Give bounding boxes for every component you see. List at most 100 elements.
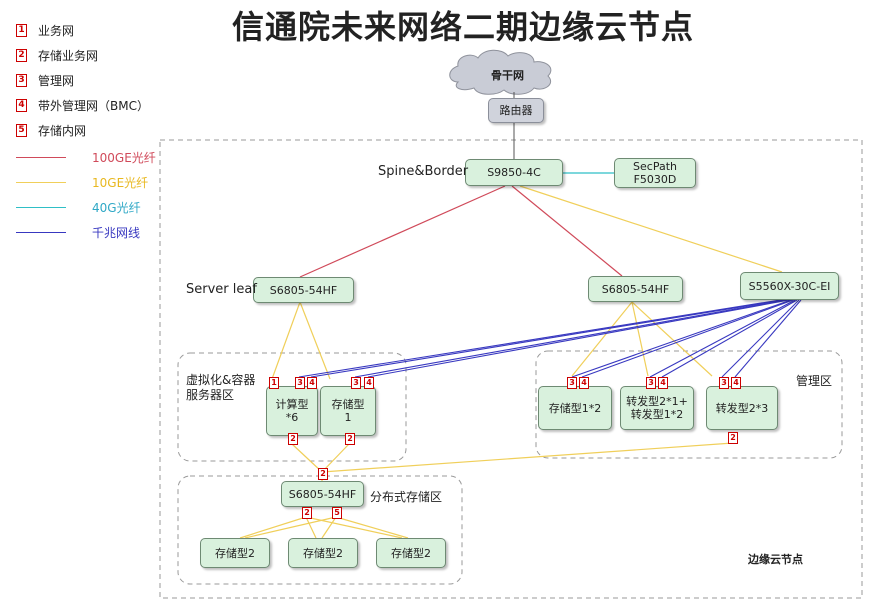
leaf-switch-mid-node[interactable]: S6805-54HF	[588, 276, 683, 302]
spine-border-label: Spine&Border	[378, 164, 469, 179]
port-badge: 3	[719, 377, 729, 389]
link-leaf-storage1	[299, 301, 331, 380]
legend-item-bmc-net: 4 带外管理网（BMC）	[16, 97, 149, 113]
port-badge: 4	[731, 377, 741, 389]
link-ss-storage2b-2	[305, 516, 317, 539]
port-badge: 2	[288, 433, 298, 445]
secpath-line1: SecPath	[633, 160, 677, 173]
virt-zone-label-line2: 服务器区	[186, 388, 235, 402]
legend-item-storage-business-net: 2 存储业务网	[16, 47, 98, 63]
legend-label: 存储内网	[38, 123, 87, 138]
port-badge: 3	[646, 377, 656, 389]
link-mgmt-forward23-3	[721, 299, 800, 378]
link-mgmt-storage1-4	[367, 299, 790, 378]
legend-label: 带外管理网（BMC）	[38, 98, 149, 113]
port-badge: 2	[728, 432, 738, 444]
port-badge: 5	[332, 507, 342, 519]
compute-line1: 计算型	[275, 398, 309, 411]
mgmt-switch-node[interactable]: S5560X-30C-EI	[740, 272, 839, 300]
legend-label: 存储业务网	[38, 48, 99, 63]
link-spine-mgmt-switch	[519, 185, 783, 273]
storage2-node-a[interactable]: 存储型2	[200, 538, 270, 568]
storage-switch-node[interactable]: S6805-54HF	[281, 481, 364, 507]
link-leafmid-forward23	[631, 301, 713, 377]
link-storage1-storage-switch	[321, 443, 350, 473]
link-forward23-storage-switch	[321, 442, 734, 473]
link-mgmt-storage1-3	[354, 299, 787, 378]
link-spine-leaf-mid	[511, 185, 623, 277]
compute-server-node[interactable]: 计算型 *6	[266, 386, 318, 436]
port-badge: 4	[579, 377, 589, 389]
link-mgmt-forward21-4	[661, 299, 798, 378]
forward23-server-node[interactable]: 转发型2*3	[706, 386, 778, 430]
link-ss-storage2c-5	[335, 516, 409, 539]
legend-badge: 3	[16, 73, 27, 87]
legend-item-storage-internal-net: 5 存储内网	[16, 122, 86, 138]
port-badge: 3	[295, 377, 305, 389]
link-mgmt-storage12-4	[581, 299, 794, 378]
port-badge: 2	[318, 468, 328, 480]
legend-badge: 2	[16, 48, 27, 62]
dist-storage-zone-label: 分布式存储区	[370, 490, 443, 504]
legend-line-swatch	[16, 156, 66, 158]
virt-zone-label-line1: 虚拟化&容器	[186, 373, 256, 387]
legend-item-business-net: 1 业务网	[16, 22, 74, 38]
legend-line-100ge: 100GE光纤	[16, 149, 156, 165]
link-mgmt-compute-3	[298, 299, 781, 378]
legend-line-label: 千兆网线	[92, 225, 141, 240]
backbone-cloud	[449, 49, 552, 95]
link-leaf-compute	[271, 301, 301, 380]
link-spine-leaf-left	[299, 185, 506, 278]
secpath-line2: F5030D	[633, 173, 677, 186]
secpath-firewall-node[interactable]: SecPath F5030D	[614, 158, 696, 188]
link-mgmt-storage12-3	[571, 299, 792, 378]
legend-label: 管理网	[38, 73, 75, 88]
port-badge: 2	[345, 433, 355, 445]
forward21-server-node[interactable]: 转发型2*1+ 转发型1*2	[620, 386, 694, 430]
forward21-line1: 转发型2*1+	[626, 395, 688, 408]
storage2-node-c[interactable]: 存储型2	[376, 538, 446, 568]
port-badge: 4	[307, 377, 317, 389]
spine-switch-node[interactable]: S9850-4C	[465, 159, 563, 186]
legend-line-swatch	[16, 231, 66, 233]
port-badge: 2	[302, 507, 312, 519]
edge-node-label: 边缘云节点	[748, 553, 803, 566]
storage1-server-node[interactable]: 存储型 1	[320, 386, 376, 436]
mgmt-zone-boundary	[535, 350, 843, 459]
legend-badge: 4	[16, 98, 27, 112]
storage1-line1: 存储型	[331, 398, 365, 411]
legend-line-label: 40G光纤	[92, 200, 141, 215]
link-mgmt-forward21-3	[649, 299, 796, 378]
link-mgmt-compute-4	[310, 299, 784, 378]
legend-line-swatch	[16, 206, 66, 208]
compute-line2: *6	[285, 411, 299, 424]
port-badge: 3	[567, 377, 577, 389]
link-leafmid-storage12	[571, 301, 633, 377]
storage12-server-node[interactable]: 存储型1*2	[538, 386, 612, 430]
legend-line-gigabit: 千兆网线	[16, 224, 140, 240]
port-badge: 4	[364, 377, 374, 389]
legend-item-management-net: 3 管理网	[16, 72, 74, 88]
leaf-switch-left-node[interactable]: S6805-54HF	[253, 277, 354, 303]
mgmt-zone-label: 管理区	[796, 374, 833, 388]
link-ss-storage2b-5	[321, 516, 337, 539]
legend-line-swatch	[16, 181, 66, 183]
cloud-label: 骨干网	[491, 69, 524, 82]
legend-line-40g: 40G光纤	[16, 199, 141, 215]
legend-line-10ge: 10GE光纤	[16, 174, 148, 190]
legend-badge: 1	[16, 23, 27, 37]
legend-badge: 5	[16, 123, 27, 137]
diagram-title: 信通院未来网络二期边缘云节点	[232, 8, 695, 46]
storage1-line2: 1	[344, 411, 352, 424]
legend-line-label: 100GE光纤	[92, 150, 156, 165]
link-leafmid-forward21	[631, 301, 649, 377]
router-node[interactable]: 路由器	[488, 98, 544, 123]
server-leaf-label: Server leaf	[186, 282, 257, 297]
port-badge: 4	[658, 377, 668, 389]
virt-zone-boundary	[177, 352, 407, 462]
storage2-node-b[interactable]: 存储型2	[288, 538, 358, 568]
link-mgmt-forward23-4	[734, 299, 802, 378]
link-ss-storage2a-2	[239, 516, 307, 539]
link-compute-storage-switch	[291, 443, 323, 473]
link-ss-storage2c-2	[305, 516, 403, 539]
